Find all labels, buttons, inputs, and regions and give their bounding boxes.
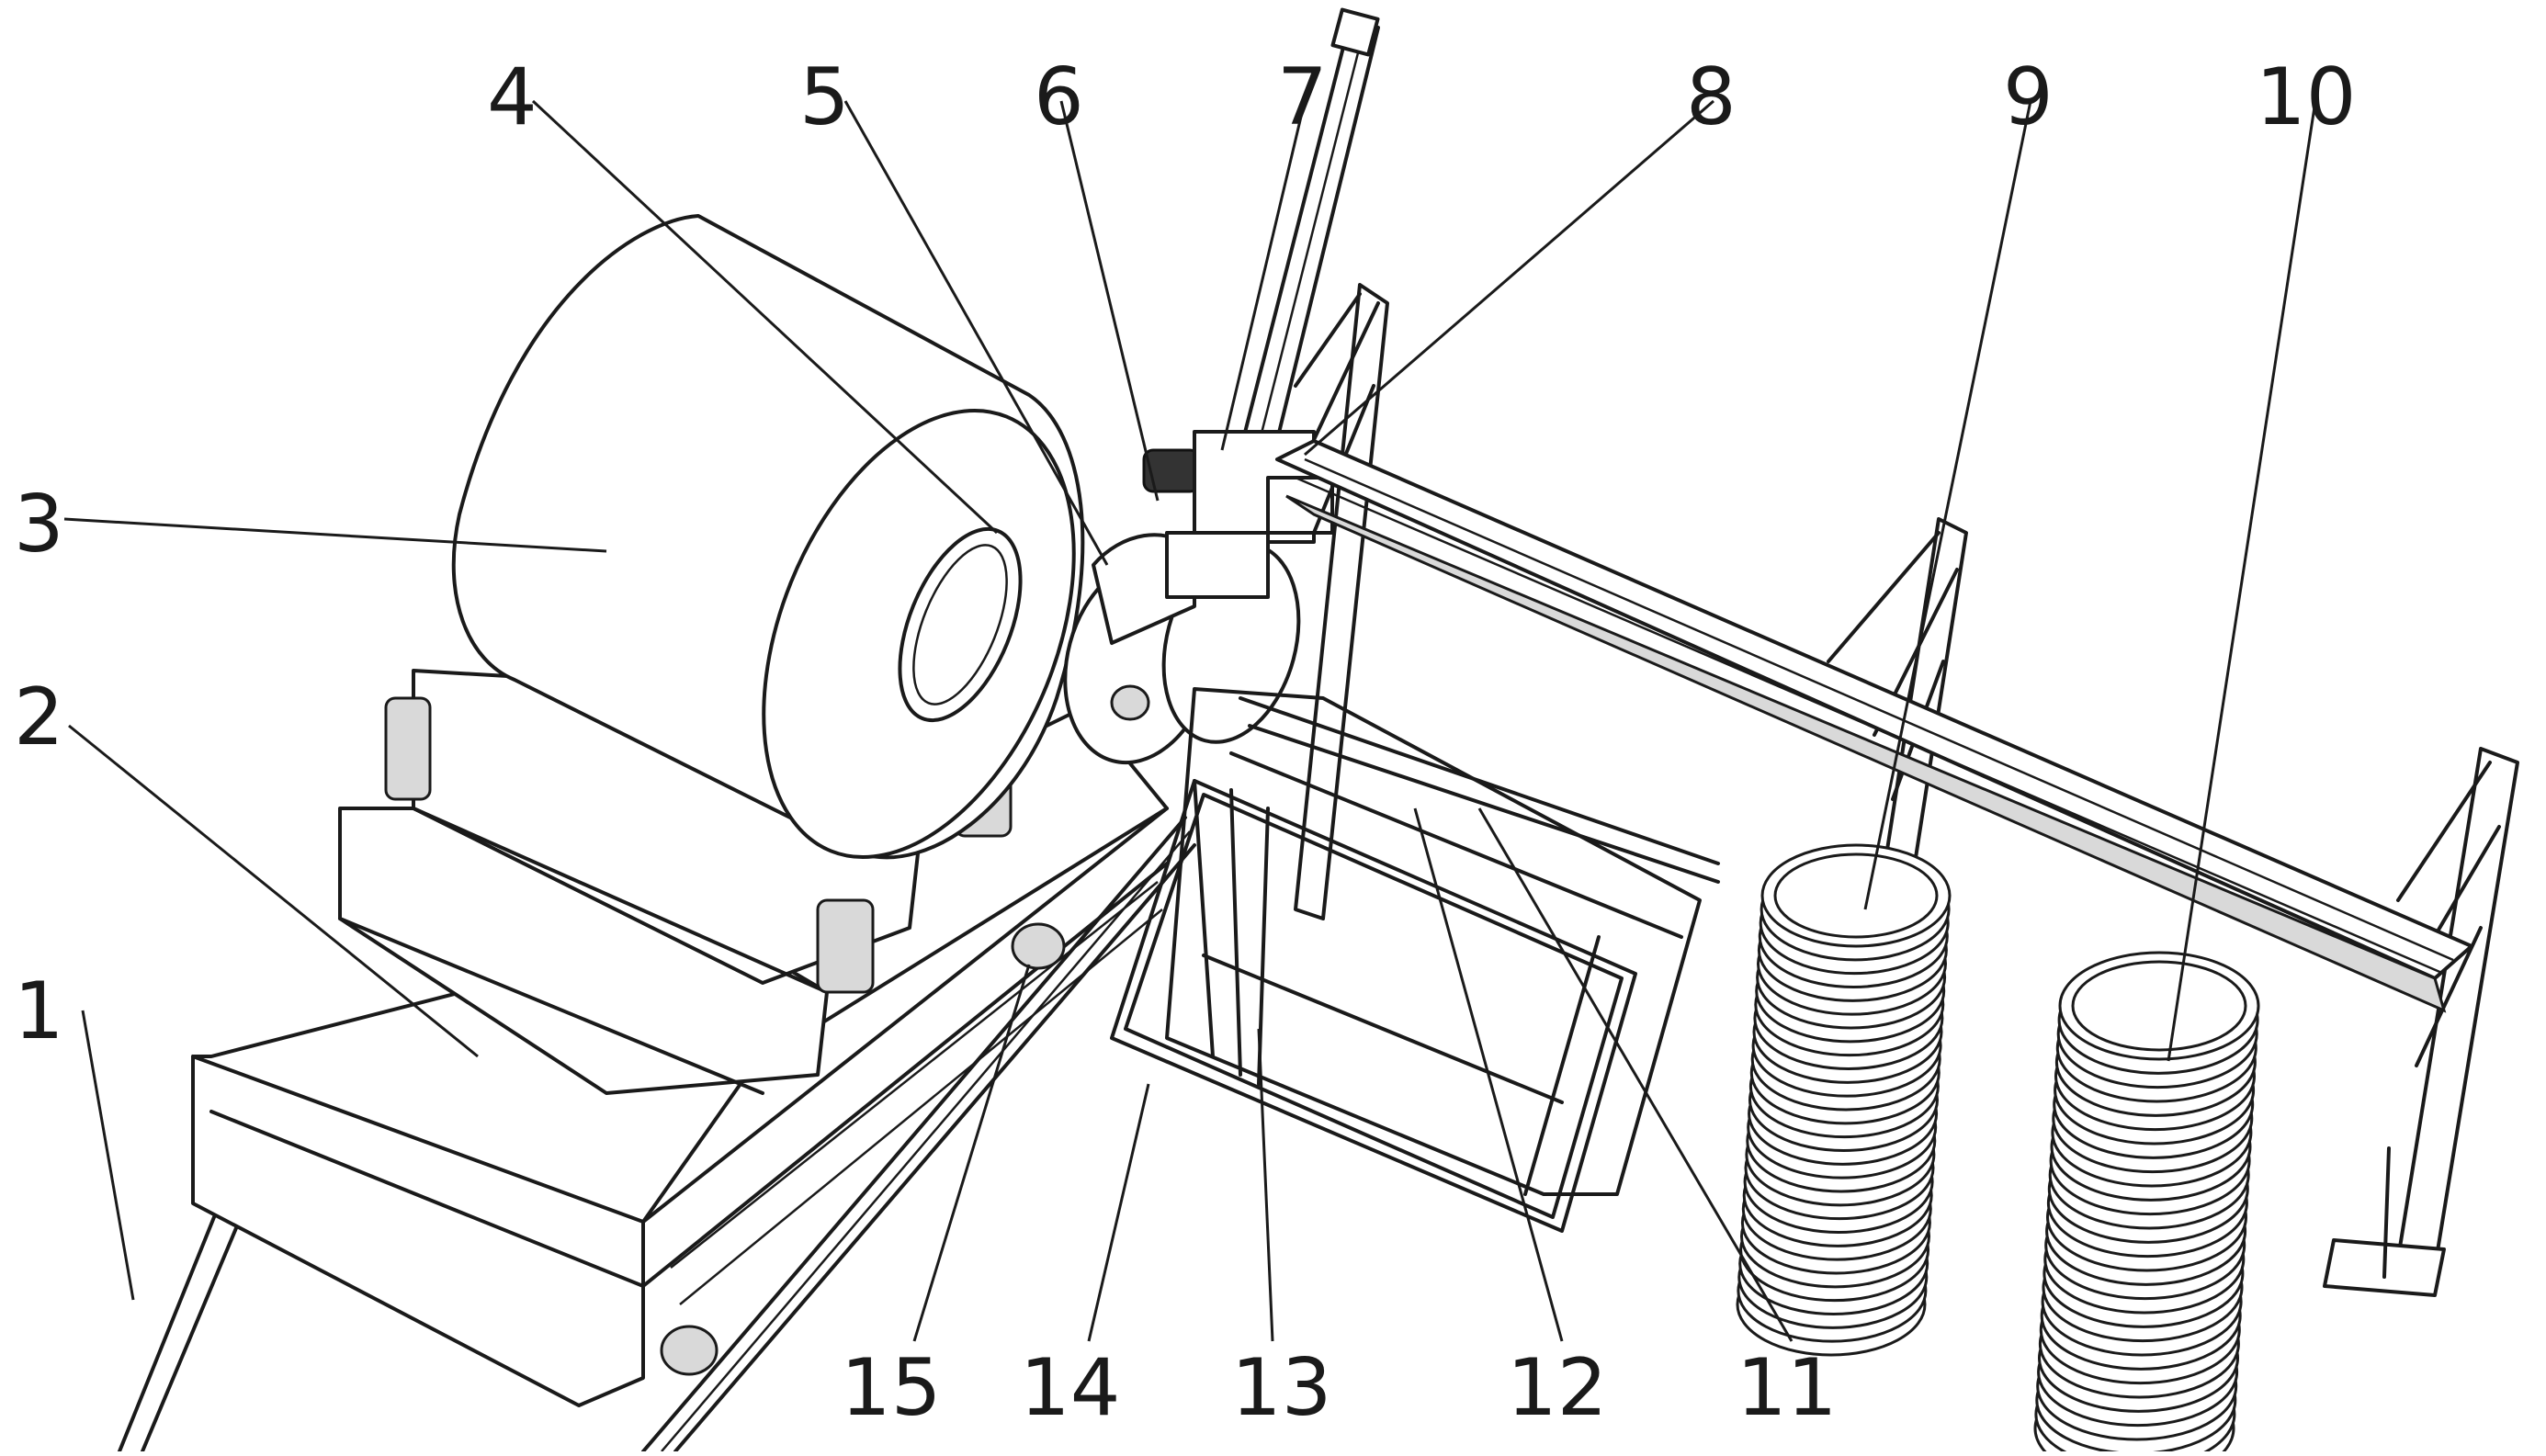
callout-labels: 1 2 3 4 5 6 7 8 9 10 11 12 13 14 15 (14, 51, 2356, 1434)
spring-inner-rim (1773, 852, 1939, 939)
callout-10: 10 (2256, 51, 2356, 143)
callout-12: 12 (1507, 1342, 1607, 1434)
spring-turn (2058, 951, 2260, 1061)
callout-4: 4 (487, 51, 537, 143)
carriage-base (191, 669, 1169, 1407)
rail-track (118, 816, 1196, 1453)
support-frame-10 (2323, 747, 2519, 1297)
spring-coils (1736, 843, 2260, 1456)
horizontal-beam (1275, 439, 2473, 1013)
coil-drum (451, 214, 1085, 860)
callout-13: 13 (1231, 1342, 1331, 1434)
callout-5: 5 (799, 51, 850, 143)
callout-9: 9 (2003, 51, 2054, 143)
callout-3: 3 (14, 479, 64, 570)
support-frame-8 (1294, 283, 1389, 920)
vertical-mast (1142, 7, 1380, 599)
callout-14: 14 (1020, 1342, 1120, 1434)
callout-8: 8 (1686, 51, 1737, 143)
spring-inner-rim (2071, 960, 2247, 1052)
spring-turn (1760, 843, 1952, 948)
spring-coil-left (1736, 843, 1952, 1357)
spring-coil-right (2033, 951, 2260, 1456)
callout-6: 6 (1034, 51, 1084, 143)
callout-11: 11 (1737, 1342, 1837, 1434)
winding-frames (1110, 687, 1720, 1233)
leader-lines (63, 99, 2317, 1342)
callout-15: 15 (841, 1342, 941, 1434)
callout-1: 1 (14, 965, 64, 1057)
callout-7: 7 (1277, 51, 1328, 143)
callout-2: 2 (14, 672, 64, 763)
